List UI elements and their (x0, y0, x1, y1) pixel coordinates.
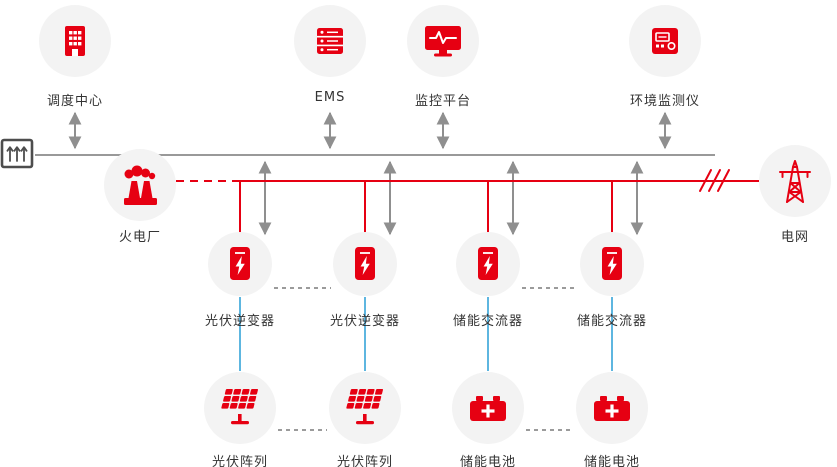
node-pv-array-1: 光伏阵列 (190, 372, 290, 467)
node-pv-array-2: 光伏阵列 (315, 372, 415, 467)
node-ems: EMS (280, 5, 380, 105)
node-label: 调度中心 (46, 94, 103, 109)
node-storage-converter-1: 储能交流器 (438, 232, 538, 329)
inverter-icon (602, 247, 622, 280)
node-storage-battery-1: 储能电池 (438, 372, 538, 467)
node-env-monitor: 环境监测仪 (615, 5, 715, 109)
node-label: 光伏逆变器 (204, 314, 275, 329)
battery-icon (470, 396, 506, 421)
node-label: 电网 (780, 230, 809, 245)
inverter-icon (478, 247, 498, 280)
node-label: 光伏阵列 (211, 455, 268, 467)
monitor-pulse-icon (425, 26, 461, 57)
dc-link-lines (239, 297, 613, 371)
battery-icon (594, 396, 630, 421)
node-storage-converter-2: 储能交流器 (562, 232, 662, 329)
node-label: 储能电池 (459, 455, 516, 467)
node-power-grid: 电网 (745, 145, 837, 245)
transmission-tower-icon (779, 160, 811, 203)
instrument-icon (652, 28, 678, 54)
node-label: 储能电池 (583, 455, 640, 467)
inverter-icon (355, 247, 375, 280)
power-plant-icon (124, 165, 157, 205)
node-storage-battery-2: 储能电池 (562, 372, 662, 467)
node-label: 光伏阵列 (336, 455, 393, 467)
line-break-slashes (699, 169, 730, 192)
node-thermal-plant: 火电厂 (90, 149, 190, 245)
node-label: EMS (314, 90, 346, 105)
node-label: 储能交流器 (576, 314, 647, 329)
node-label: 火电厂 (118, 230, 161, 245)
inverter-comm-arrows (258, 160, 644, 236)
node-pv-inverter-2: 光伏逆变器 (315, 232, 415, 329)
node-label: 储能交流器 (452, 314, 523, 329)
node-label: 环境监测仪 (629, 94, 700, 109)
server-icon (317, 28, 343, 54)
top-comm-arrows (68, 111, 672, 150)
node-label: 监控平台 (414, 94, 471, 109)
node-grid-meter (0, 136, 36, 174)
power-drop-lines (239, 181, 613, 234)
sibling-dashed-connectors (274, 287, 578, 431)
building-icon (65, 26, 85, 56)
solar-panel-icon (221, 389, 258, 425)
solar-panel-icon (346, 389, 383, 425)
meter-icon (0, 138, 34, 169)
node-pv-inverter-1: 光伏逆变器 (190, 232, 290, 329)
node-label: 光伏逆变器 (329, 314, 400, 329)
node-dispatch-center: 调度中心 (25, 5, 125, 109)
node-monitoring-platform: 监控平台 (393, 5, 493, 109)
inverter-icon (230, 247, 250, 280)
